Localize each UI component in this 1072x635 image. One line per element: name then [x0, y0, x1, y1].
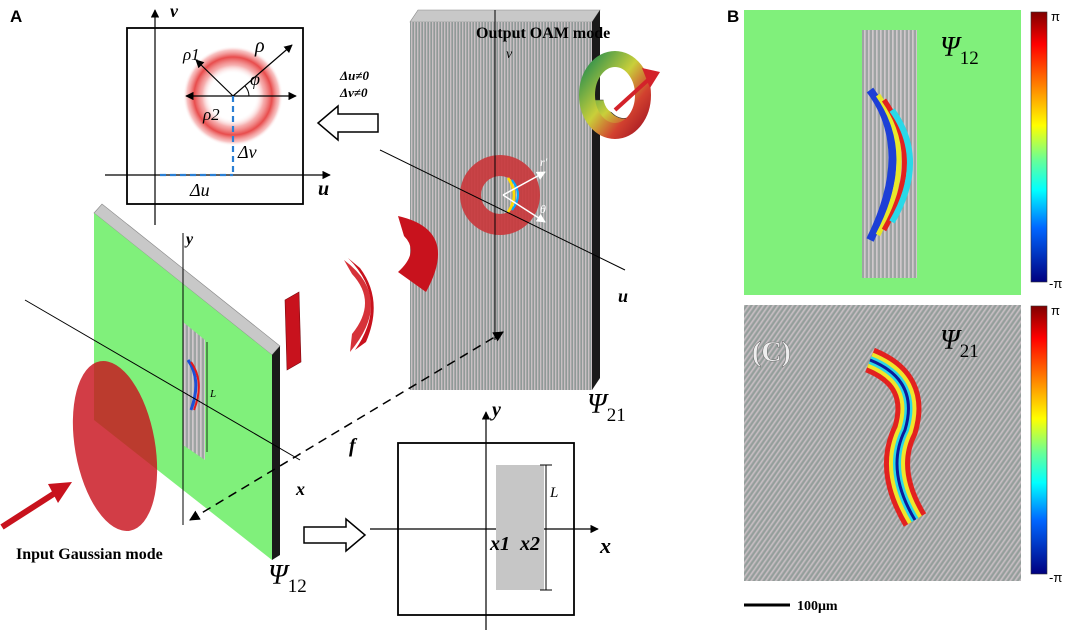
- label-L-slm1: L: [209, 388, 216, 400]
- colorbar-bottom-min: -π: [1049, 570, 1062, 585]
- colorbar-bottom-max: π: [1051, 303, 1060, 318]
- label-rho1: ρ1: [182, 45, 200, 64]
- focal-path: [189, 331, 504, 521]
- input-gaussian-label: Input Gaussian mode: [16, 546, 163, 563]
- input-arrow-icon: [0, 482, 72, 530]
- aperture-rect: [496, 465, 544, 590]
- label-delta-u: Δu: [189, 180, 210, 200]
- label-rho: ρ: [254, 35, 265, 57]
- phase-ring-icon: [579, 51, 660, 139]
- axis-v-top: v: [170, 1, 179, 21]
- output-oam-label: Output OAM mode: [476, 25, 610, 42]
- colorbar-bottom: π -π: [1030, 303, 1062, 585]
- psi12-label: Ψ12: [268, 560, 307, 597]
- phase-map-psi12: Ψ12: [744, 10, 1021, 295]
- focal-length-label: f: [349, 435, 358, 457]
- label-rho2: ρ2: [202, 105, 220, 124]
- label-L-bottom: L: [549, 485, 558, 501]
- label-x1: x1: [489, 533, 510, 555]
- input-gaussian-beam: [72, 361, 158, 531]
- beam-slice-2b: [344, 260, 372, 352]
- beam-slice-1: [284, 291, 302, 371]
- panel-b-letter: B: [727, 7, 739, 26]
- label-theta: θ: [540, 202, 546, 216]
- colorbar-top: π -π: [1030, 9, 1062, 291]
- axis-u-slm2: u: [618, 286, 628, 306]
- label-r-prime: r': [540, 155, 548, 169]
- offset-condition-v: Δv≠0: [339, 85, 368, 100]
- axis-v-slm2: v: [506, 47, 513, 62]
- beam-slice-3: [398, 216, 439, 292]
- slm-psi12: y x L: [24, 203, 305, 560]
- axis-x-bottom: x: [599, 533, 611, 558]
- label-phi: φ: [250, 69, 260, 89]
- offset-condition-u: Δu≠0: [339, 68, 370, 83]
- slm-psi21: v u r' θ: [379, 9, 628, 390]
- psi12-map-label: Ψ12: [940, 32, 979, 69]
- label-delta-v: Δv: [237, 142, 257, 162]
- psi21-map-label: Ψ21: [940, 325, 979, 362]
- axis-u-top: u: [318, 178, 329, 200]
- colorbar-top-max: π: [1051, 9, 1060, 24]
- label-x2: x2: [519, 533, 540, 555]
- panel-a-letter: A: [10, 7, 22, 26]
- hollow-arrow-left-icon: [316, 104, 379, 142]
- colorbar-top-min: -π: [1049, 276, 1062, 291]
- beam-slice-2: [348, 258, 374, 350]
- hollow-arrow-right-icon: [303, 517, 367, 553]
- psi21-label: Ψ21: [587, 389, 626, 426]
- inset-top: v u ρ ρ1 ρ2 φ Δu Δv: [105, 1, 331, 225]
- scale-bar-label: 100μm: [797, 599, 838, 614]
- axis-y-slm1: y: [184, 231, 194, 248]
- axis-y-bottom: y: [490, 399, 501, 421]
- axis-x-slm1: x: [295, 479, 305, 499]
- inset-bottom: y x L x1 x2: [370, 399, 611, 630]
- tag-c: (C): [752, 337, 791, 368]
- phase-map-psi21: (C) Ψ21: [744, 305, 1021, 581]
